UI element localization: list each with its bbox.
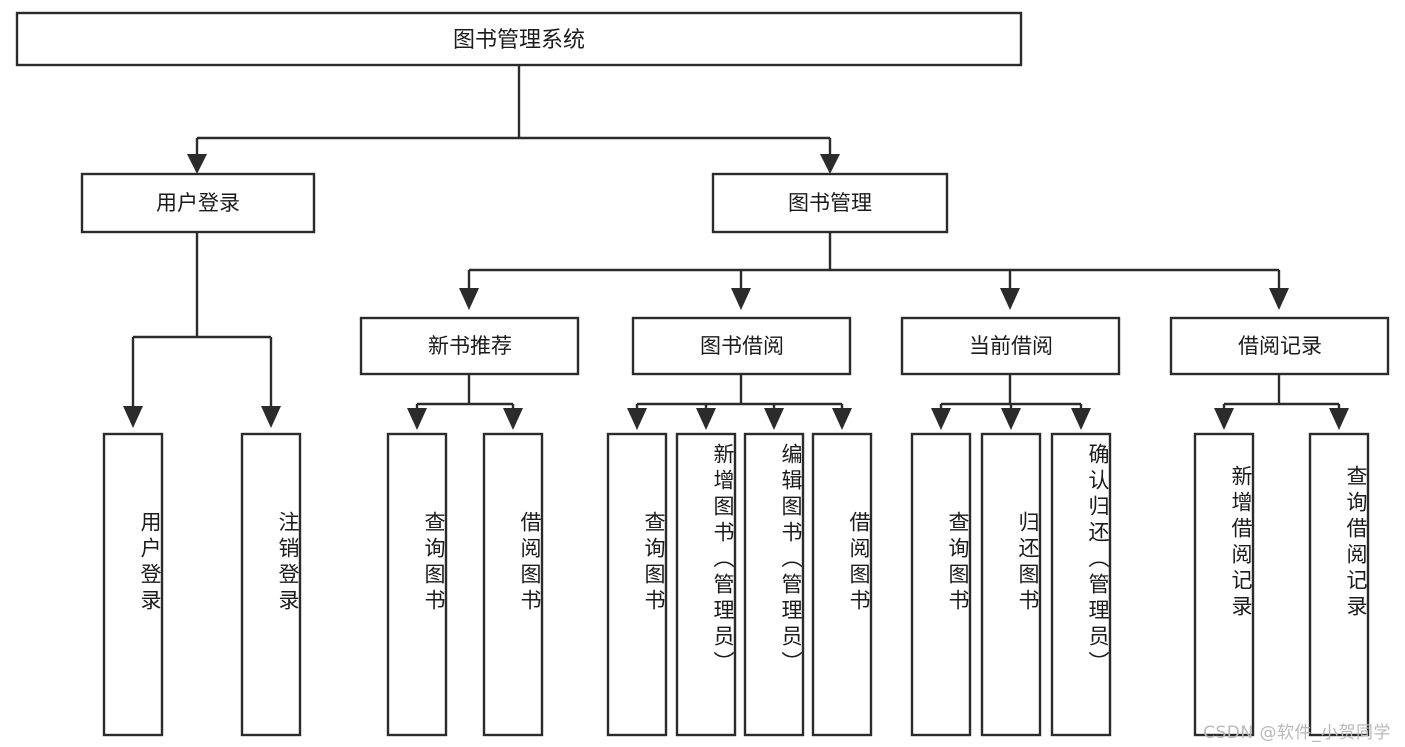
arrow-to-book-borrow — [731, 288, 751, 310]
connector-group-new-book-recommend — [407, 375, 523, 430]
arrow-to-leaf-query-book-1 — [407, 408, 427, 430]
node-root-label: 图书管理系统 — [453, 28, 585, 53]
node-current-borrow-label: 当前借阅 — [969, 334, 1053, 358]
arrow-to-leaf-query-book-3 — [931, 408, 951, 430]
node-borrow-record-box[interactable] — [1169, 316, 1390, 376]
node-user-login-label: 用户登录 — [156, 191, 240, 215]
node-root-box[interactable] — [15, 11, 1023, 67]
arrow-to-leaf-logout — [261, 406, 281, 428]
node-leaf-add-record-box[interactable] — [1193, 432, 1255, 737]
arrow-to-leaf-user-login — [123, 406, 143, 428]
node-root[interactable]: 图书管理系统 — [15, 11, 1023, 67]
arrow-to-leaf-edit-book — [764, 408, 784, 430]
connector-group-book-manage — [459, 232, 1289, 310]
node-leaf-query-record-box[interactable] — [1308, 432, 1370, 737]
connector-group-current-borrow — [931, 375, 1091, 430]
node-book-borrow[interactable]: 图书借阅 — [631, 316, 852, 376]
node-book-borrow-label: 图书借阅 — [700, 334, 784, 358]
arrow-to-leaf-borrow-book-2 — [832, 408, 852, 430]
connector-group-user-login — [123, 232, 281, 428]
connector-group-borrow-record — [1214, 375, 1349, 430]
leaf-boxes — [102, 432, 1370, 737]
node-leaf-confirm-return-box[interactable] — [1050, 432, 1112, 737]
arrow-to-user-login — [187, 154, 207, 174]
node-borrow-record[interactable]: 借阅记录 — [1169, 316, 1390, 376]
node-borrow-record-label: 借阅记录 — [1238, 334, 1322, 358]
arrow-to-leaf-query-record — [1329, 408, 1349, 430]
arrow-to-new-book-recommend — [459, 288, 479, 310]
node-user-login-box[interactable] — [80, 172, 316, 234]
arrow-to-book-manage — [820, 154, 840, 174]
node-user-login[interactable]: 用户登录 — [80, 172, 316, 234]
arrow-to-leaf-borrow-book-1 — [503, 408, 523, 430]
node-new-book-recommend-box[interactable] — [359, 316, 580, 376]
node-leaf-logout-box[interactable] — [240, 432, 302, 737]
node-leaf-query-book-2-box[interactable] — [606, 432, 668, 737]
node-leaf-user-login-box[interactable] — [102, 432, 164, 737]
arrow-to-leaf-query-book-2 — [627, 408, 647, 430]
arrow-to-leaf-add-book — [696, 408, 716, 430]
arrow-to-borrow-record — [1269, 288, 1289, 310]
node-leaf-query-book-3-box[interactable] — [910, 432, 972, 737]
node-book-manage[interactable]: 图书管理 — [711, 172, 949, 234]
arrow-to-current-borrow — [1000, 288, 1020, 310]
node-leaf-return-book-box[interactable] — [980, 432, 1042, 737]
arrow-to-leaf-confirm-return — [1071, 408, 1091, 430]
connector-group-root — [187, 65, 840, 174]
arrow-to-leaf-add-record — [1214, 408, 1234, 430]
node-leaf-query-book-1-box[interactable] — [386, 432, 448, 737]
node-new-book-recommend-label: 新书推荐 — [428, 334, 512, 358]
connector-group-book-borrow — [627, 375, 852, 430]
node-leaf-borrow-book-1-box[interactable] — [482, 432, 544, 737]
node-new-book-recommend[interactable]: 新书推荐 — [359, 316, 580, 376]
arrow-to-leaf-return-book — [1001, 408, 1021, 430]
node-book-manage-label: 图书管理 — [788, 191, 872, 215]
node-book-manage-box[interactable] — [711, 172, 949, 234]
node-current-borrow-box[interactable] — [900, 316, 1121, 376]
node-leaf-add-book-box[interactable] — [675, 432, 737, 737]
csdn-watermark: CSDN @软件_小贺同学 — [1203, 723, 1391, 743]
node-leaf-borrow-book-2-box[interactable] — [811, 432, 873, 737]
node-book-borrow-box[interactable] — [631, 316, 852, 376]
node-leaf-edit-book-box[interactable] — [743, 432, 805, 737]
node-current-borrow[interactable]: 当前借阅 — [900, 316, 1121, 376]
